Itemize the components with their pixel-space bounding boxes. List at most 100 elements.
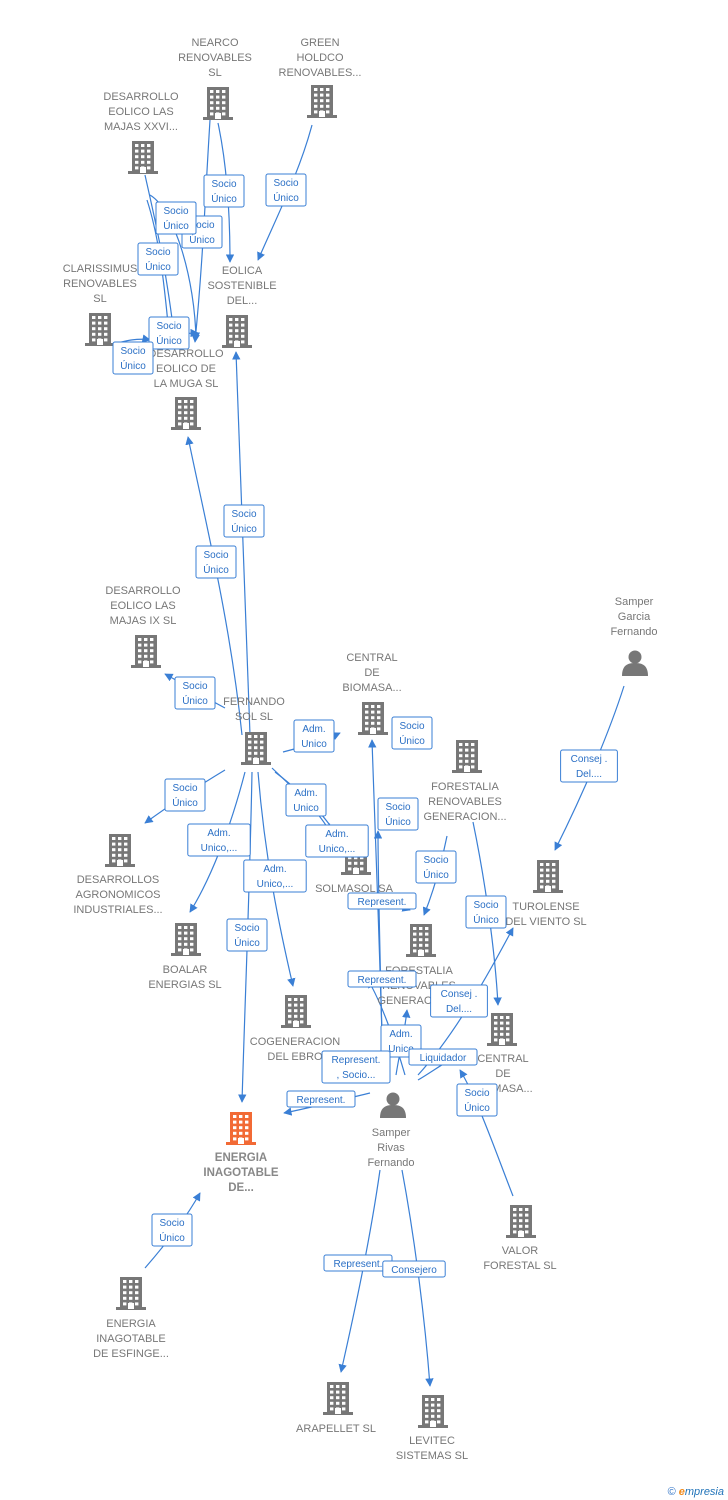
node-label: BIOMASA...: [342, 682, 401, 694]
node-central2[interactable]: CENTRALDEBIOMASA...: [473, 1013, 533, 1095]
footer-brand[interactable]: ©empresia: [668, 1486, 724, 1498]
relation-label[interactable]: Represent.: [323, 1254, 393, 1272]
node-label: EOLICO LAS: [108, 106, 173, 118]
relation-label[interactable]: Represent.: [286, 1090, 356, 1108]
node-label: Fernando: [367, 1157, 414, 1169]
relation-label[interactable]: Represent., Socio...: [321, 1050, 391, 1084]
relation-label[interactable]: Represent.: [347, 892, 417, 910]
node-label: INAGOTABLE: [203, 1167, 279, 1179]
building-icon: [131, 635, 161, 668]
node-label: CENTRAL: [477, 1053, 528, 1065]
node-label: ENERGIAS SL: [148, 979, 221, 991]
node-label: FORESTAL SL: [483, 1260, 556, 1272]
node-label: INAGOTABLE: [96, 1333, 165, 1345]
relation-label-text: Único: [211, 192, 237, 205]
node-label: DESARROLLO: [105, 585, 181, 597]
brand-logo-e: e: [678, 1486, 685, 1498]
relation-label-text: Liquidador: [420, 1053, 467, 1064]
building-icon: [222, 315, 252, 348]
edge-labels-layer: SocioÚnicoSocioÚnicoSocioÚnicoSocioÚnico…: [112, 173, 618, 1278]
node-label: ARAPELLET SL: [296, 1423, 376, 1435]
relation-label[interactable]: Adm.Unico: [285, 783, 327, 817]
node-label: COGENERACION: [250, 1036, 341, 1048]
node-centralbio[interactable]: CENTRALDEBIOMASA...: [342, 652, 402, 735]
relation-label[interactable]: Adm.Unico,...: [187, 823, 251, 857]
node-energia[interactable]: ENERGIAINAGOTABLEDE...: [203, 1112, 279, 1194]
node-arapellet[interactable]: ARAPELLET SL: [296, 1382, 376, 1435]
edges-layer: [111, 119, 625, 1387]
relation-label-text: Único: [159, 1231, 185, 1244]
relation-label-text: Socio: [145, 247, 170, 258]
node-label: LEVITEC: [409, 1435, 455, 1447]
node-green[interactable]: GREENHOLDCORENOVABLES...: [279, 37, 362, 118]
relation-label-text: , Socio...: [337, 1070, 376, 1081]
relation-label[interactable]: Adm.Unico,...: [305, 824, 369, 858]
node-label: ENERGIA: [215, 1152, 267, 1164]
relation-label-text: Socio: [189, 220, 214, 231]
relation-label[interactable]: Consej .Del....: [560, 749, 618, 783]
node-label: SL: [93, 293, 106, 305]
node-agronomicos[interactable]: DESARROLLOSAGRONOMICOSINDUSTRIALES...: [73, 834, 163, 916]
relation-label[interactable]: Consejero: [382, 1260, 446, 1278]
node-label: AGRONOMICOS: [76, 889, 161, 901]
node-label: CLARISSIMUS: [63, 263, 138, 275]
relation-label-text: Único: [189, 233, 215, 246]
node-eolica[interactable]: EOLICASOSTENIBLEDEL...: [207, 265, 277, 348]
relation-label[interactable]: Consej .Del....: [430, 984, 488, 1018]
relation-label-text: Único: [385, 815, 411, 828]
relation-label[interactable]: Adm.Unico: [293, 719, 335, 753]
node-label: GENERACION...: [423, 811, 506, 823]
node-label: DEL VIENTO SL: [505, 916, 586, 928]
node-label: DEL...: [227, 295, 258, 307]
building-icon: [116, 1277, 146, 1310]
node-forestalia1[interactable]: FORESTALIARENOVABLESGENERACION...: [423, 740, 507, 823]
relation-label-text: Del....: [576, 769, 602, 780]
relation-label-text: Socio: [423, 855, 448, 866]
building-icon: [323, 1382, 353, 1415]
node-label: SISTEMAS SL: [396, 1450, 468, 1462]
relation-label-text: Represent.: [358, 897, 407, 908]
node-label: SOLMASOL SA: [315, 883, 394, 895]
relation-label[interactable]: Adm.Unico,...: [243, 859, 307, 893]
building-icon: [171, 923, 201, 956]
relation-label[interactable]: Liquidador: [408, 1048, 478, 1066]
node-label: DE: [364, 667, 379, 679]
relation-label-text: Unico,...: [319, 844, 356, 855]
building-icon: [506, 1205, 536, 1238]
relation-label-text: Socio: [385, 802, 410, 813]
edge-line: [401, 1169, 434, 1387]
node-levitec[interactable]: LEVITEC SISTEMAS SL: [396, 1395, 468, 1462]
node-label: Samper: [372, 1127, 411, 1139]
relation-label[interactable]: Represent.: [347, 970, 417, 988]
